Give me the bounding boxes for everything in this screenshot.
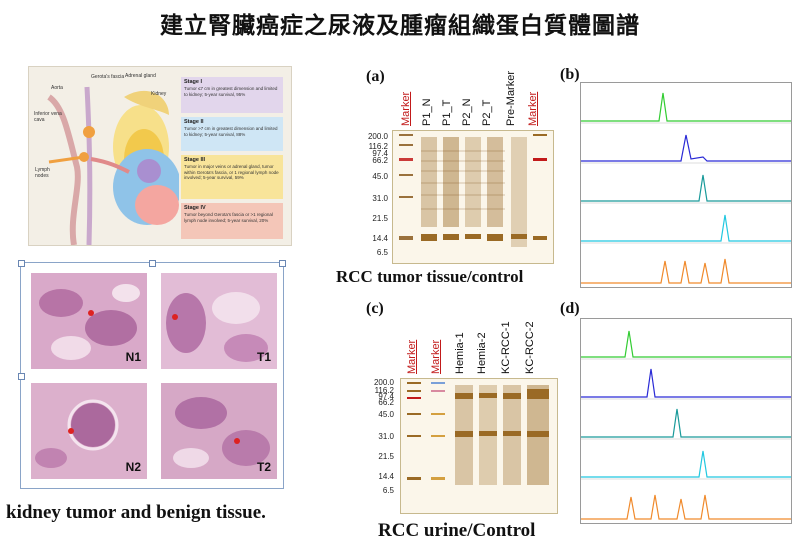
- stage-1-text: Tumor ≤7 cm in greatest dimension and li…: [184, 86, 278, 97]
- mw-label: 21.5: [378, 452, 394, 461]
- panel-c-gel-image: [400, 378, 558, 514]
- lane-label: KC-RCC-2: [524, 321, 536, 374]
- panel-b-label: (b): [560, 66, 580, 83]
- panel-a-lane-labels: Marker P1_N P1_T P2_N P2_T Pre-Marker Ma…: [395, 70, 555, 130]
- lane-label: KC-RCC-1: [500, 321, 512, 374]
- lane-label: P1_N: [421, 98, 433, 126]
- mw-label: 14.4: [378, 472, 394, 481]
- kidney-anatomy-drawing: [47, 86, 179, 245]
- lane-label: P1_T: [441, 99, 453, 126]
- panel-d-chromatogram-stack: [580, 318, 792, 524]
- panel-c-caption: RCC urine/Control: [378, 520, 536, 541]
- histology-tile-n2: N2: [31, 383, 147, 479]
- anatomy-label-aorta: Aorta: [51, 85, 63, 91]
- rcc-staging-illustration: Aorta Gerota's fascia Adrenal gland Kidn…: [28, 66, 292, 246]
- chromatogram-traces: [581, 330, 791, 520]
- stage-3-box: Stage III Tumor in major veins or adrena…: [181, 155, 283, 199]
- mw-label: 116.2: [368, 142, 388, 151]
- stage-4-box: Stage IV Tumor beyond Gerota's fascia or…: [181, 203, 283, 239]
- mw-label: 21.5: [372, 214, 388, 223]
- tile-label-n1: N1: [125, 350, 141, 364]
- stage-1-box: Stage I Tumor ≤7 cm in greatest dimensio…: [181, 77, 283, 113]
- stage-2-label: Stage II: [184, 119, 204, 125]
- panel-b-chromatogram-stack: [580, 82, 792, 288]
- anatomy-label-ivc: Inferior vena cava: [34, 111, 62, 123]
- resize-handle-left[interactable]: [18, 373, 25, 380]
- stage-2-text: Tumor >7 cm in greatest dimension and li…: [184, 126, 278, 137]
- anatomy-label-gerota: Gerota's fascia: [91, 74, 125, 80]
- tile-label-t1: T1: [256, 350, 271, 364]
- mw-label: 45.0: [378, 410, 394, 419]
- histology-tile-t1: T1: [161, 273, 277, 369]
- panel-d-label: (d): [560, 300, 580, 317]
- anatomy-label-lymph: Lymph nodes: [35, 167, 50, 179]
- tissue-stain-image: [31, 383, 147, 479]
- mw-label: 14.4: [372, 234, 388, 243]
- gel-bands-drawing: [407, 382, 549, 485]
- stage-2-box: Stage II Tumor >7 cm in greatest dimensi…: [181, 117, 283, 151]
- stage-4-label: Stage IV: [184, 205, 206, 211]
- panel-c-mw-scale: 200.0 116.2 97.4 66.2 45.0 31.0 21.5 14.…: [366, 378, 400, 508]
- histology-tile-t2: T2: [161, 383, 277, 479]
- anatomy-label-kidney: Kidney: [151, 91, 167, 97]
- panel-a-caption: RCC tumor tissue/control: [336, 267, 524, 286]
- panel-a-label: (a): [366, 68, 385, 85]
- resize-handle-top-right[interactable]: [279, 260, 286, 267]
- tile-label-t2: T2: [256, 460, 271, 474]
- panel-c-label: (c): [366, 300, 384, 317]
- mw-label: 31.0: [378, 432, 394, 441]
- mw-label: 66.2: [378, 398, 394, 407]
- mw-label: 200.0: [367, 132, 388, 141]
- stage-4-text: Tumor beyond Gerota's fascia or >1 regio…: [184, 212, 273, 223]
- tissue-stain-image: [161, 383, 277, 479]
- tissue-stain-image: [161, 273, 277, 369]
- stage-1-label: Stage I: [184, 79, 203, 85]
- lane-label: P2_N: [461, 98, 473, 126]
- lane-label: Marker: [400, 91, 412, 126]
- mw-label: 200.0: [373, 378, 394, 387]
- lane-label: P2_T: [481, 99, 493, 126]
- lane-label: Marker: [406, 339, 418, 374]
- lane-label: Hemia-1: [454, 332, 466, 374]
- histology-tile-n1: N1: [31, 273, 147, 369]
- resize-handle-top-left[interactable]: [18, 260, 25, 267]
- gel-bands-drawing: [399, 134, 547, 247]
- mw-label: 45.0: [372, 172, 388, 181]
- tissue-stain-image: [31, 273, 147, 369]
- mw-label: 116.2: [374, 386, 394, 395]
- lane-label: Marker: [430, 339, 442, 374]
- resize-handle-top[interactable]: [149, 260, 156, 267]
- mw-label: 97.4: [372, 149, 388, 158]
- stage-3-text: Tumor in major veins or adrenal gland, t…: [184, 164, 279, 180]
- panel-c-lane-labels: Marker Marker Hemia-1 Hemia-2 KC-RCC-1 K…: [400, 318, 550, 378]
- mw-label: 6.5: [376, 248, 388, 257]
- page-title: 建立腎臟癌症之尿液及腫瘤組織蛋白質體圖譜: [160, 13, 640, 39]
- tile-label-n2: N2: [125, 460, 141, 474]
- lane-label: Pre-Marker: [505, 70, 517, 126]
- panel-a-gel-image: [392, 130, 554, 264]
- mw-label: 97.4: [378, 392, 394, 401]
- mw-label: 6.5: [382, 486, 394, 495]
- lane-label: Marker: [527, 91, 539, 126]
- lane-label: Hemia-2: [476, 332, 488, 374]
- panel-a-mw-scale: 200.0 116.2 97.4 66.2 45.0 31.0 21.5 14.…: [360, 132, 394, 262]
- mw-label: 31.0: [372, 194, 388, 203]
- chromatogram-traces: [581, 92, 791, 284]
- anatomy-label-adrenal: Adrenal gland: [125, 73, 156, 79]
- histology-caption: kidney tumor and benign tissue.: [6, 502, 266, 523]
- histology-image-frame[interactable]: N1 T1 N2 T2: [18, 260, 286, 489]
- mw-label: 66.2: [372, 156, 388, 165]
- stage-3-label: Stage III: [184, 157, 206, 163]
